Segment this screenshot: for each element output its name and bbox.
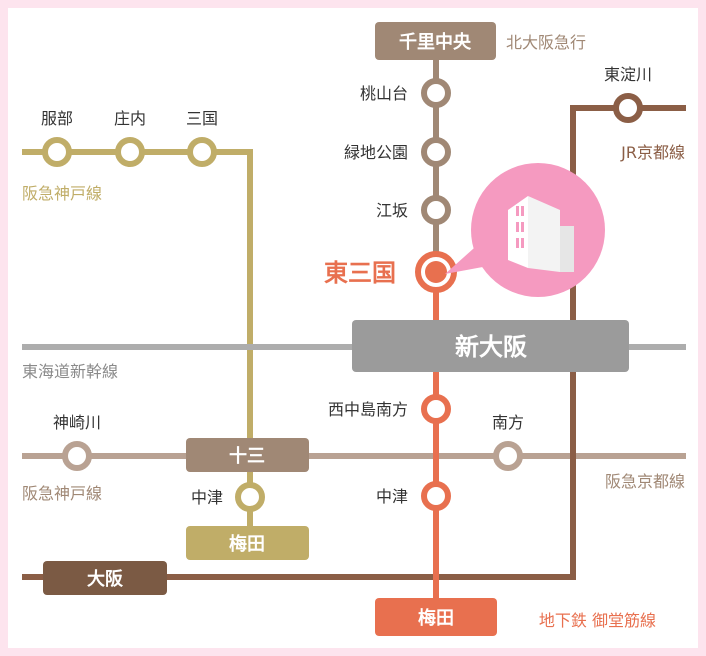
- station-higashi-mikuni: 東三国: [324, 259, 396, 287]
- osaka-box[interactable]: [43, 561, 167, 595]
- station-higashi-yodogawa: 東淀川: [604, 65, 652, 84]
- line-kita-osaka-label: 北大阪急行: [506, 33, 586, 52]
- station-nakatsu-hankyu-marker[interactable]: [235, 482, 265, 512]
- station-hattori: 服部: [41, 109, 73, 128]
- station-senri-chuo: 千里中央: [399, 31, 472, 53]
- station-nakatsu-midosuji: 中津: [376, 487, 408, 506]
- shin-osaka-box[interactable]: [352, 320, 629, 372]
- station-esaka-marker[interactable]: [421, 195, 451, 225]
- station-nakatsu-hankyu: 中津: [191, 488, 223, 507]
- station-shin-osaka: 新大阪: [455, 333, 527, 361]
- station-hattori-marker[interactable]: [42, 137, 72, 167]
- line-hankyu-kobe-lower-label: 阪急神戸線: [22, 484, 102, 503]
- line-shinkansen-label: 東海道新幹線: [22, 362, 118, 381]
- station-shonai-marker[interactable]: [115, 137, 145, 167]
- juso-box[interactable]: [186, 438, 309, 472]
- station-ryokuchi-koen-marker[interactable]: [421, 137, 451, 167]
- station-momoyamadai: 桃山台: [360, 84, 408, 103]
- station-osaka: 大阪: [87, 568, 124, 590]
- line-midosuji-label: 地下鉄 御堂筋線: [539, 611, 656, 630]
- line-hankyu-kyoto-label: 阪急京都線: [605, 472, 685, 491]
- building-icon: [508, 196, 574, 272]
- highlight-bubble: [445, 163, 605, 297]
- station-kanzakigawa: 神崎川: [53, 413, 101, 432]
- station-minamikata-marker[interactable]: [493, 441, 523, 471]
- station-higashi-mikuni-inner: [425, 261, 447, 283]
- station-esaka: 江坂: [376, 201, 408, 220]
- station-umeda-midosuji: 梅田: [418, 607, 454, 629]
- station-nishinakajima: 西中島南方: [328, 400, 408, 419]
- station-umeda-hankyu: 梅田: [229, 533, 265, 555]
- station-juso: 十三: [229, 445, 265, 467]
- station-momoyamadai-marker[interactable]: [421, 78, 451, 108]
- station-nishinakajima-marker[interactable]: [421, 394, 451, 424]
- station-minamikata: 南方: [492, 413, 524, 432]
- station-mikuni-marker[interactable]: [187, 137, 217, 167]
- line-hankyu-kobe-upper-label: 阪急神戸線: [22, 184, 102, 203]
- station-kanzakigawa-marker[interactable]: [62, 441, 92, 471]
- umeda-midosuji-box[interactable]: [375, 598, 497, 636]
- line-jr-kyoto-label: JR京都線: [620, 143, 685, 162]
- station-ryokuchi-koen: 緑地公園: [344, 143, 408, 162]
- station-nakatsu-midosuji-marker[interactable]: [421, 481, 451, 511]
- senri-chuo-box[interactable]: [375, 22, 496, 60]
- station-shonai: 庄内: [114, 109, 146, 128]
- station-higashi-yodogawa-marker[interactable]: [613, 93, 643, 123]
- umeda-hankyu-box[interactable]: [186, 526, 309, 560]
- hankyu-kobe-line-upper: [22, 149, 253, 548]
- station-mikuni: 三国: [186, 109, 218, 128]
